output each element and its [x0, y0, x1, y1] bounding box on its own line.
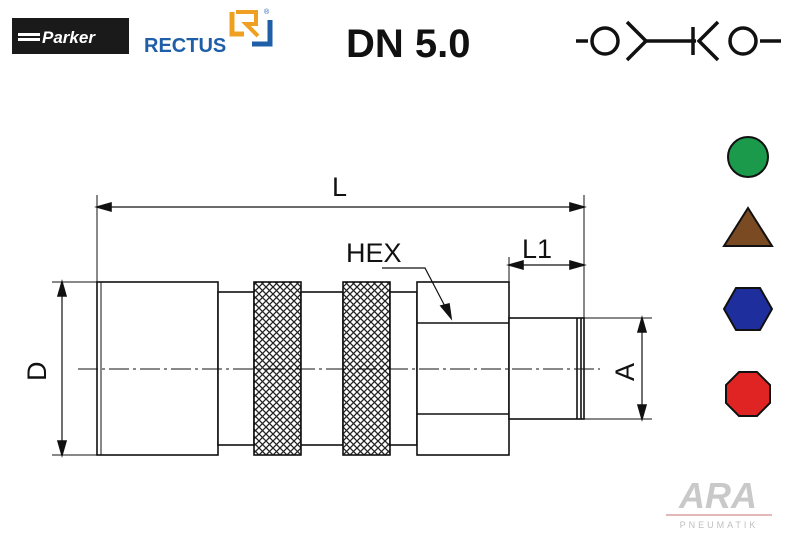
legend-hexagon-icon	[722, 287, 774, 331]
legend-shapes	[722, 136, 774, 417]
dim-label-l: L	[332, 172, 347, 202]
dim-label-a: A	[610, 363, 640, 381]
dim-label-l1: L1	[522, 234, 552, 264]
legend-triangle-icon	[722, 206, 774, 247]
dim-label-d: D	[22, 362, 52, 382]
hex-leader	[382, 267, 450, 315]
registered-mark: ®	[264, 8, 270, 16]
legend-octagon-icon	[725, 371, 771, 417]
technical-drawing	[52, 195, 652, 458]
size-label: DN 5.0	[346, 22, 471, 66]
watermark-ara: ARA	[678, 475, 757, 516]
watermark-pneumatik: PNEUMATIK	[680, 520, 759, 530]
ara-watermark: ARA PNEUMATIK	[666, 475, 772, 530]
coupling-symbol-icon	[576, 20, 781, 62]
dim-label-hex: HEX	[346, 238, 402, 268]
legend-circle-icon	[727, 136, 769, 178]
rectus-wordmark: RECTUS	[144, 35, 226, 57]
parker-logo: Parker	[12, 18, 129, 54]
parker-wordmark: Parker	[42, 28, 96, 47]
rectus-logo: RECTUS ®	[144, 8, 273, 57]
